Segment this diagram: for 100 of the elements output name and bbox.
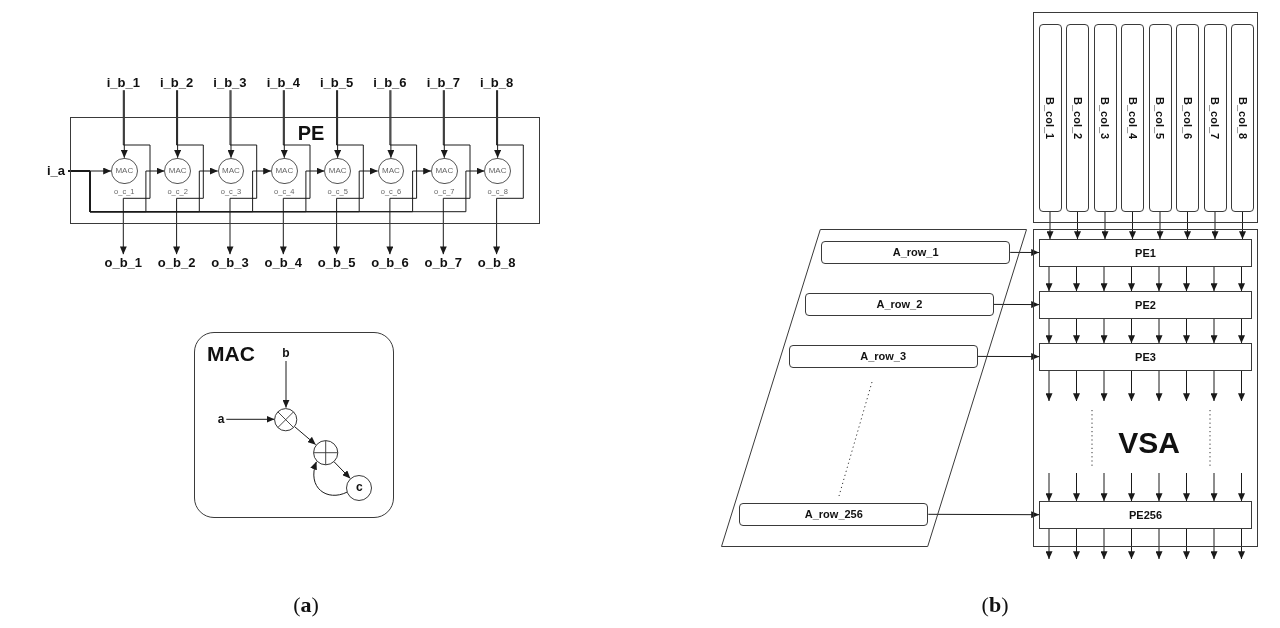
arrow — [1128, 528, 1135, 560]
arrow — [1239, 211, 1246, 240]
arrow — [977, 353, 1040, 361]
pe-box: PE3 — [1039, 343, 1252, 371]
signal-label: o_b_7 — [424, 255, 463, 269]
arrow — [1100, 528, 1108, 560]
pe-box: PE256 — [1039, 501, 1252, 529]
arrow — [1210, 318, 1218, 344]
arrow — [294, 426, 317, 445]
block-title: MAC — [207, 342, 255, 364]
arrow — [1073, 528, 1080, 560]
signal-label: i_a — [46, 163, 66, 177]
signal-label: o_b_4 — [264, 255, 303, 269]
arrow — [227, 89, 235, 159]
arrow — [993, 301, 1040, 309]
arrow — [1100, 318, 1108, 344]
arrow — [1073, 318, 1080, 344]
row-box: A_row_1 — [821, 240, 1011, 264]
arrow — [1045, 318, 1053, 344]
arrow — [1100, 472, 1108, 502]
arrow — [279, 89, 311, 255]
arrow — [1155, 528, 1163, 560]
arrow — [1183, 370, 1190, 402]
arrow — [1183, 318, 1190, 344]
panel-label: (b) — [981, 594, 1009, 616]
row-box: A_row_256 — [739, 502, 929, 526]
arrow — [119, 89, 151, 255]
arrow — [1238, 318, 1245, 344]
arrow — [1238, 472, 1245, 502]
arrow — [1128, 472, 1135, 502]
column-box: B_col_4 — [1121, 24, 1144, 212]
pe-box: PE2 — [1039, 291, 1252, 319]
arrow — [494, 89, 502, 159]
arrow — [120, 89, 128, 159]
signal-label: i_b_5 — [320, 75, 354, 89]
signal-label: o_b_2 — [157, 255, 196, 269]
arrow — [334, 89, 342, 159]
arrow — [387, 89, 395, 159]
arrow — [1009, 248, 1040, 256]
arrow — [386, 89, 418, 255]
arrow — [440, 89, 448, 159]
arrow — [1210, 528, 1218, 560]
signal-label: o_b_3 — [211, 255, 249, 269]
arrow — [1211, 211, 1219, 240]
array-panel — [1033, 229, 1258, 547]
column-box: B_col_3 — [1093, 24, 1117, 212]
arrow — [1100, 370, 1108, 402]
column-box: B_col_2 — [1066, 24, 1089, 212]
arrow — [333, 89, 364, 255]
arrow — [282, 360, 290, 409]
arrow — [1155, 266, 1163, 292]
signal-label: o_b_6 — [371, 255, 409, 269]
column-box: B_col_6 — [1176, 24, 1199, 212]
arrow — [1238, 266, 1245, 292]
signal-label: o_b_8 — [477, 255, 516, 269]
arrow — [1155, 472, 1163, 502]
block-title: PE — [297, 122, 325, 143]
column-box: B_col_8 — [1231, 24, 1254, 212]
column-box: B_col_7 — [1203, 24, 1227, 212]
mac-panel — [194, 332, 394, 518]
block-title: VSA — [1118, 428, 1180, 458]
arrow — [1155, 370, 1163, 402]
signal-label: b — [282, 347, 290, 359]
arrow — [1128, 266, 1135, 292]
arrow — [1045, 266, 1053, 292]
arrow — [1073, 266, 1080, 292]
arrow — [1210, 472, 1218, 502]
arrow — [1238, 528, 1245, 560]
arrow — [1156, 211, 1164, 240]
arrow — [280, 89, 288, 159]
arrow — [1101, 211, 1109, 240]
arrow — [1183, 266, 1190, 292]
signal-label: i_b_1 — [106, 75, 140, 89]
arrow — [1073, 472, 1080, 502]
arrow — [310, 461, 348, 496]
signal-label: i_b_8 — [480, 75, 514, 89]
arrow — [333, 461, 351, 479]
column-box: B_col_1 — [1038, 24, 1062, 212]
arrow — [226, 89, 258, 255]
signal-label: i_b_7 — [426, 75, 460, 89]
arrow — [1045, 472, 1053, 502]
arrow — [1045, 370, 1053, 402]
arrow — [1210, 266, 1218, 292]
row-box: A_row_3 — [788, 344, 978, 368]
signal-label: o_b_5 — [317, 255, 356, 269]
arrow — [173, 89, 204, 255]
arrow — [1184, 211, 1191, 240]
signal-label: a — [217, 413, 225, 426]
row-box: A_row_2 — [804, 292, 994, 316]
arrow — [1128, 318, 1135, 344]
arrow — [1045, 528, 1053, 560]
arrow — [174, 89, 182, 159]
arrow — [439, 89, 471, 255]
panel-label: (a) — [293, 594, 319, 616]
arrow — [1210, 370, 1218, 402]
signal-label: i_b_6 — [373, 75, 407, 89]
arrow — [1128, 370, 1135, 402]
arrow — [1238, 370, 1245, 402]
signal-label: o_b_1 — [104, 255, 143, 269]
arrow — [1074, 211, 1081, 240]
